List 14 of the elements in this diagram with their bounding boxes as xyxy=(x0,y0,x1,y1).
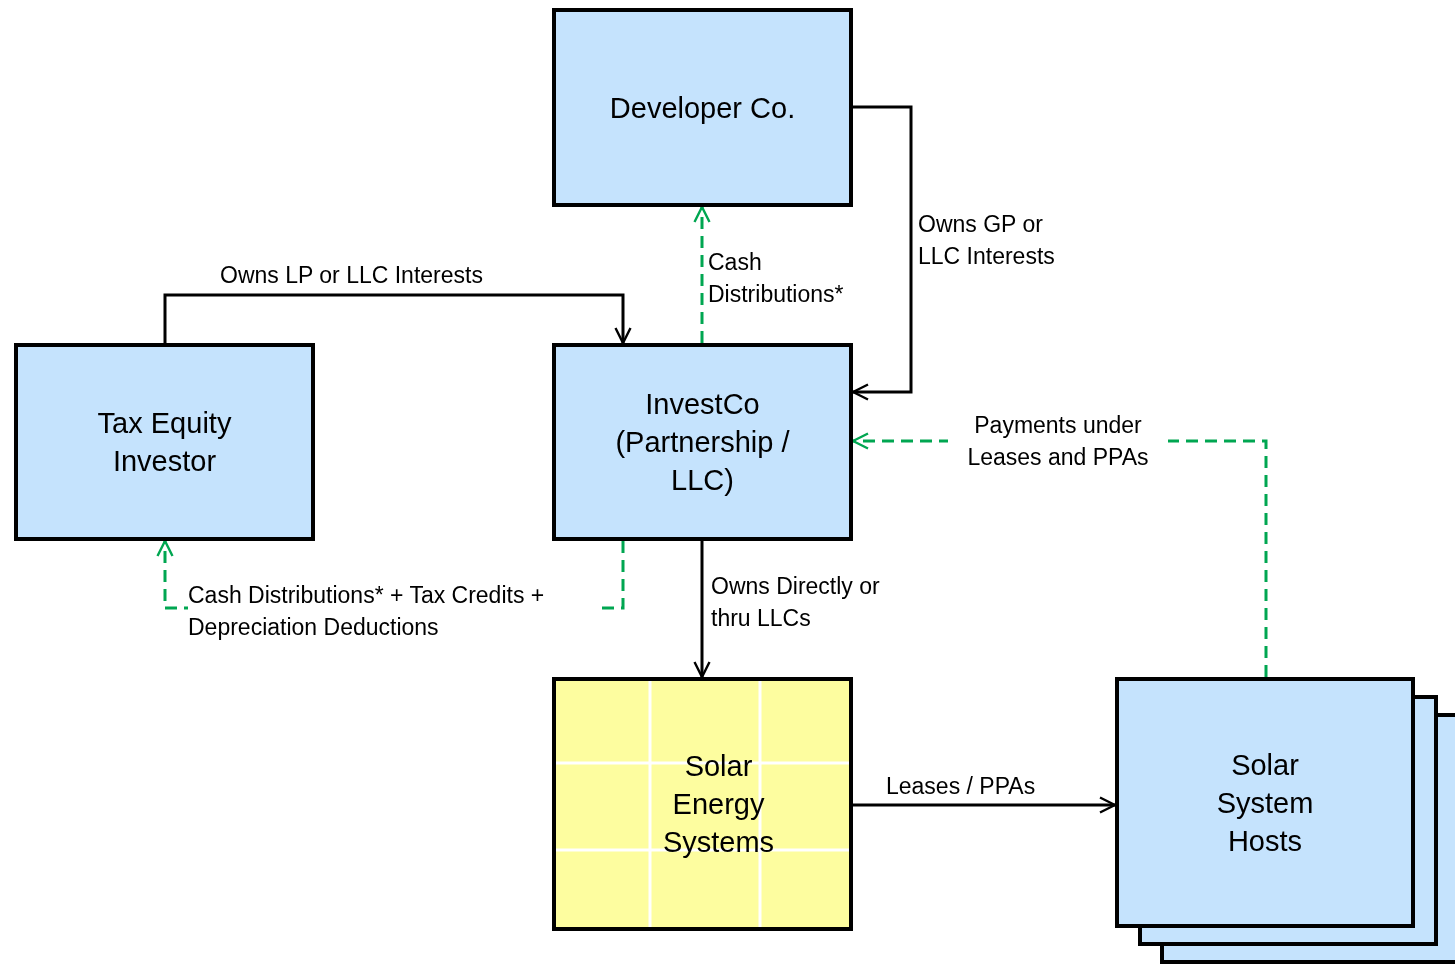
entity-box xyxy=(552,343,853,541)
arrow xyxy=(853,796,1117,814)
arrow xyxy=(163,293,632,345)
entity-name: Tax Equity Investor xyxy=(96,406,233,479)
entity-box xyxy=(552,677,853,931)
entity-name: InvestCo (Partnership / LLC) xyxy=(614,387,791,498)
dashed-arrow xyxy=(693,205,711,343)
arrow xyxy=(693,541,711,679)
entity-name: Solar System Hosts xyxy=(1215,747,1315,859)
entity-name: Developer Co. xyxy=(608,90,797,126)
entity-box xyxy=(1115,677,1415,928)
entity-box xyxy=(14,343,315,541)
entity-name: Solar Energy Systems xyxy=(661,749,776,860)
entity-box xyxy=(552,8,853,207)
